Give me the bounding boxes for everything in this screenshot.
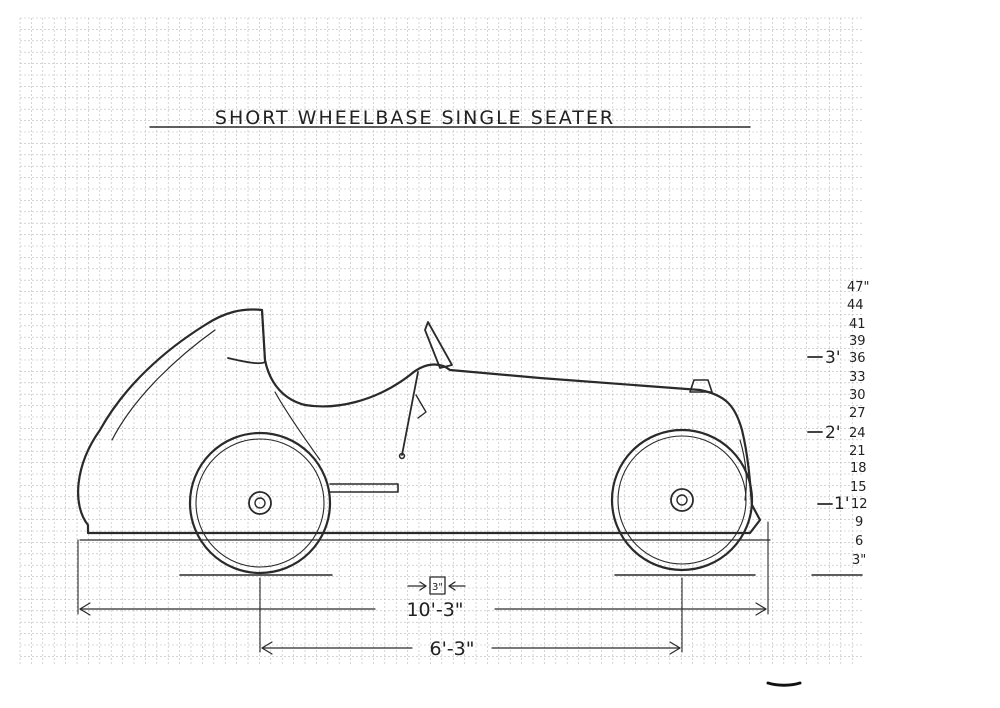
height-tick-label: 18 bbox=[850, 461, 867, 476]
wheelbase-label: 6'-3" bbox=[430, 638, 475, 660]
height-tick-label: 27 bbox=[849, 406, 866, 421]
height-scale: 47" 44 41 39 36 33 30 27 24 21 18 15 12 … bbox=[807, 280, 870, 568]
height-tick-label: 24 bbox=[849, 426, 866, 441]
height-tick-label: 12 bbox=[851, 497, 868, 512]
height-foot-mark: 3' bbox=[825, 348, 841, 368]
height-tick-label: 15 bbox=[850, 480, 867, 495]
height-tick-label: 41 bbox=[849, 317, 866, 332]
height-foot-mark: 2' bbox=[825, 423, 841, 443]
graph-paper-grid bbox=[19, 17, 862, 665]
height-tick-label: 47" bbox=[847, 280, 870, 295]
height-tick-label: 39 bbox=[849, 334, 866, 349]
height-tick-label: 30 bbox=[849, 388, 866, 403]
height-tick-label: 9 bbox=[855, 515, 863, 530]
height-tick-label: 33 bbox=[849, 370, 866, 385]
height-tick-label: 44 bbox=[847, 298, 864, 313]
height-tick-label: 6 bbox=[855, 534, 863, 549]
scale-label: 3" bbox=[432, 582, 443, 593]
height-foot-mark: 1' bbox=[834, 494, 850, 514]
wheelbase-dimension: 6'-3" bbox=[261, 638, 681, 660]
scale-indicator: 3" bbox=[407, 576, 466, 595]
front-wheel bbox=[610, 428, 754, 572]
drawing-title: SHORT WHEELBASE SINGLE SEATER bbox=[215, 107, 615, 129]
overall-length-dimension: 10'-3" bbox=[79, 599, 767, 621]
car-body bbox=[77, 308, 771, 541]
height-tick-label: 21 bbox=[849, 444, 866, 459]
ink-smudge bbox=[766, 681, 802, 687]
overall-length-label: 10'-3" bbox=[406, 599, 463, 621]
height-tick-label: 36 bbox=[849, 351, 866, 366]
height-tick-label: 3" bbox=[852, 553, 866, 568]
rear-wheel bbox=[188, 431, 332, 575]
